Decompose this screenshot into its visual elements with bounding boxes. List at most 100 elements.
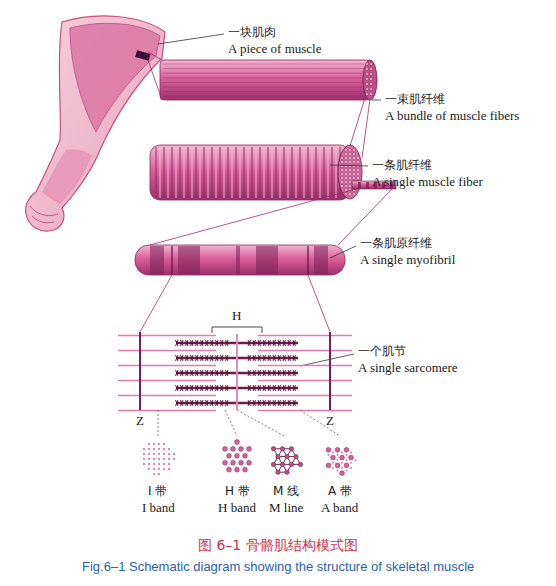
myofibril-end: [345, 149, 348, 152]
actin-dot: [158, 458, 160, 460]
actin-dot: [328, 454, 330, 456]
myosin-head: [268, 370, 271, 376]
myosin-head: [186, 385, 189, 391]
myofibril-end: [353, 169, 356, 172]
myosin-head: [268, 355, 271, 361]
band-label: A 带: [328, 484, 352, 499]
myosin-head: [263, 370, 266, 376]
actin-dot: [346, 459, 348, 461]
actin-dot: [168, 468, 170, 470]
myosin-head: [191, 355, 194, 361]
thin-filament: [258, 380, 352, 381]
band-label: I band: [142, 500, 175, 515]
myosin-head: [216, 400, 219, 406]
actin-dot: [143, 463, 145, 465]
myosin-head: [268, 340, 271, 346]
myofibril-end: [341, 173, 344, 176]
myosin-head: [273, 340, 276, 346]
myofibril-end: [345, 153, 348, 156]
myosin-head: [206, 385, 209, 391]
myosin-head: [196, 385, 199, 391]
myosin-dot: [326, 463, 331, 468]
thin-filament: [118, 395, 216, 396]
leader-line: [330, 165, 368, 166]
myosin-dot: [280, 447, 284, 451]
zoom-line: [150, 189, 356, 245]
myosin-head: [181, 340, 184, 346]
myofibril: [135, 245, 345, 275]
part-label: 一束肌纤维: [385, 92, 445, 107]
myosin-head: [226, 370, 229, 376]
fiber-end-dot: [366, 63, 369, 66]
myofibril-end: [345, 177, 348, 180]
band-label: M line: [269, 500, 303, 515]
myosin-head: [293, 400, 296, 406]
band-label: H 带: [225, 484, 250, 499]
myosin-head: [253, 370, 256, 376]
myosin-head: [248, 340, 251, 346]
actin-dot: [153, 458, 155, 460]
arm-outline: [26, 16, 165, 231]
myosin-head: [216, 400, 219, 406]
forearm-muscle: [42, 149, 92, 204]
dark-band: [314, 246, 328, 274]
myosin-dot: [235, 467, 240, 472]
myosin-head: [263, 340, 266, 346]
myosin-head: [186, 400, 189, 406]
myosin-head: [283, 340, 286, 346]
myosin-head: [201, 355, 204, 361]
myosin-head: [293, 385, 296, 391]
fiber-end-dot: [370, 83, 373, 86]
striation: [275, 147, 276, 198]
myosin-head: [278, 400, 281, 406]
fiber-end-dot: [370, 73, 373, 76]
actin-dot: [143, 453, 145, 455]
myosin-head: [186, 370, 189, 376]
striation: [311, 147, 312, 198]
z-disc: [171, 246, 172, 274]
myosin-head: [273, 370, 276, 376]
myofibril-end: [341, 181, 344, 184]
fiber-end-dot: [366, 88, 369, 91]
actin-dot: [158, 468, 160, 470]
actin-dot: [337, 459, 339, 461]
myosin-head: [221, 370, 224, 376]
muscle-fiber: [150, 145, 350, 200]
myosin-head: [248, 385, 251, 391]
myosin-dot: [271, 462, 275, 466]
striation: [199, 147, 200, 198]
myosin-head: [288, 355, 291, 361]
myosin-head: [221, 340, 224, 346]
band-label: M 线: [273, 484, 299, 499]
myofibril-end: [357, 169, 360, 172]
myosin-head: [191, 385, 194, 391]
myosin-head: [181, 370, 184, 376]
actin-dot: [148, 463, 150, 465]
myosin-head: [293, 355, 296, 361]
myosin-head: [278, 340, 281, 346]
myosin-head: [278, 340, 281, 346]
myosin-head: [248, 370, 251, 376]
myosin-head: [258, 370, 261, 376]
myosin-dot: [294, 454, 298, 458]
myosin-dot: [335, 447, 340, 452]
myosin-head: [283, 385, 286, 391]
myosin-head: [253, 355, 256, 361]
dark-band: [256, 246, 278, 274]
actin-dot: [163, 448, 165, 450]
myosin-head: [206, 340, 209, 346]
striation: [295, 147, 296, 198]
striation: [219, 147, 220, 198]
part-label: 一条肌原纤维: [360, 236, 432, 251]
actin-dot: [148, 443, 150, 445]
fiber-end-dot: [366, 73, 369, 76]
myosin-dot: [340, 471, 345, 476]
part-label: 一条肌纤维: [372, 158, 432, 173]
myosin-head: [293, 400, 296, 406]
myosin-head: [253, 400, 256, 406]
myosin-head: [226, 355, 229, 361]
striation: [251, 147, 252, 198]
zone-letter: Z: [136, 413, 144, 428]
myosin-head: [181, 355, 184, 361]
striation: [167, 147, 168, 198]
